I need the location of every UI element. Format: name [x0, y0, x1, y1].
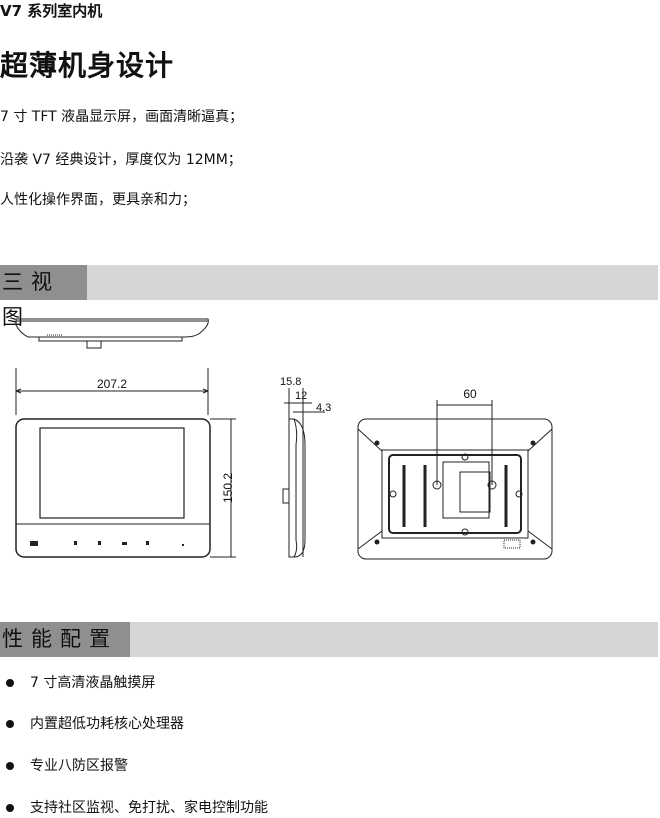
- section-label: 三视图: [0, 265, 87, 329]
- headline: 超薄机身设计: [0, 49, 175, 82]
- dim-mount-spacing: 60: [463, 387, 477, 401]
- dim-depth-bracket: 4.3: [316, 402, 331, 414]
- list-item-text: 专业八防区报警: [30, 758, 128, 774]
- back-view: 60: [357, 387, 553, 560]
- front-view: 207.2 150.2: [15, 368, 236, 558]
- list-item-text: 内置超低功耗核心处理器: [30, 716, 184, 732]
- three-view-drawing: 207.2 150.2 15.8 12 4.3 60: [15, 318, 553, 560]
- bullet-icon: [6, 762, 14, 770]
- bullet-icon: [6, 679, 14, 687]
- section-label: 性能配置: [0, 622, 130, 657]
- dim-depth-body: 12: [295, 390, 307, 402]
- top-view: [15, 318, 209, 349]
- section-header-config: 性能配置: [0, 622, 658, 657]
- intro-line: 7 寸 TFT 液晶显示屏，画面清晰逼真；: [0, 109, 244, 125]
- bullet-icon: [6, 804, 14, 812]
- dim-width: 207.2: [97, 377, 127, 391]
- dim-height: 150.2: [221, 473, 235, 503]
- list-item-text: 7 寸高清液晶触摸屏: [30, 675, 156, 691]
- intro-line: 沿袭 V7 经典设计，厚度仅为 12MM；: [0, 152, 242, 168]
- intro-line: 人性化操作界面，更具亲和力；: [0, 192, 196, 208]
- section-header-views: 三视图: [0, 265, 658, 329]
- bullet-icon: [6, 720, 14, 728]
- list-item-text: 支持社区监视、免打扰、家电控制功能: [30, 800, 268, 816]
- dim-depth-total: 15.8: [280, 376, 301, 388]
- side-view: 15.8 12 4.3: [280, 376, 331, 558]
- series-title: V7 系列室内机: [0, 2, 103, 20]
